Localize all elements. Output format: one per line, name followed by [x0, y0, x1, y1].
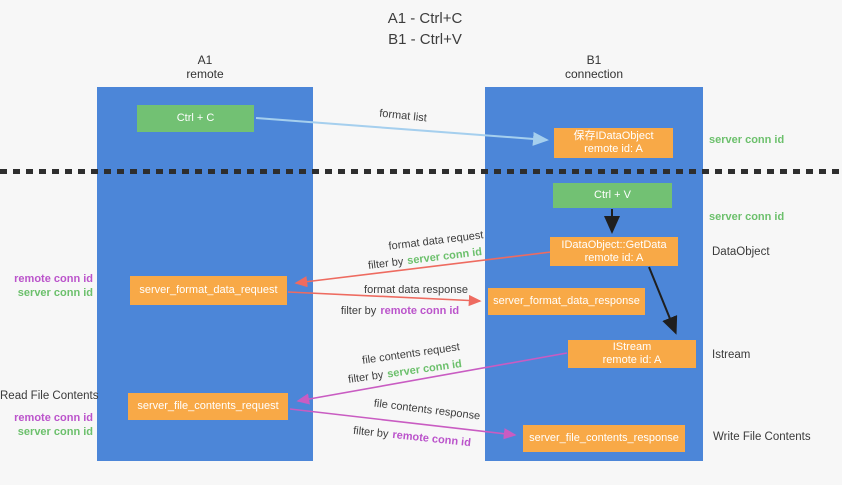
- title-line-ctrl-v: B1 - Ctrl+V: [388, 31, 462, 48]
- file-contents-response-text: file contents response: [373, 397, 481, 423]
- ctrl-c-label: Ctrl + C: [176, 112, 215, 124]
- left-conn-ids-top: remote conn id server conn id: [0, 272, 93, 300]
- lane-b1-name: B1: [586, 53, 602, 67]
- node-server-format-data-response: server_format_data_response: [488, 288, 645, 315]
- write-file-contents-annotation: Write File Contents: [713, 431, 811, 443]
- server-conn-id-annotation: server conn id: [709, 211, 785, 223]
- label-format-list: format list: [379, 108, 428, 125]
- getdata-title: IDataObject::GetData: [561, 238, 667, 251]
- lane-a1-subtitle: remote: [186, 67, 224, 81]
- save-idataobject-title: 保存IDataObject: [573, 130, 654, 142]
- filter-by-text: filter by: [347, 369, 385, 386]
- filter-by-text: filter by: [340, 305, 377, 317]
- read-file-contents-annotation: Read File Contents: [0, 390, 99, 402]
- filter-by-text: filter by: [352, 424, 390, 441]
- node-server-format-data-request: server_format_data_request: [130, 276, 287, 305]
- istream-remote-id: remote id: A: [602, 354, 662, 366]
- istream-title: IStream: [612, 341, 652, 353]
- session-divider-line: [0, 169, 842, 174]
- server-conn-id-annotation: server conn id: [17, 287, 93, 299]
- lane-header-a1: A1 remote: [145, 53, 265, 81]
- node-server-file-contents-response: server_file_contents_response: [523, 425, 685, 452]
- title-line-ctrl-c: A1 - Ctrl+C: [387, 10, 463, 27]
- format-data-response-text: format data response: [364, 284, 468, 296]
- server-format-data-request-label: server_format_data_request: [139, 284, 278, 296]
- remote-conn-id-text: remote conn id: [380, 305, 460, 317]
- lane-a1-name: A1: [197, 53, 213, 67]
- getdata-remote-id: remote id: A: [584, 251, 644, 264]
- remote-conn-id-annotation: remote conn id: [14, 273, 93, 285]
- server-file-contents-request-label: server_file_contents_request: [137, 400, 279, 412]
- remote-conn-id-text: remote conn id: [391, 428, 472, 450]
- left-conn-ids-bottom: remote conn id server conn id: [0, 411, 93, 439]
- server-conn-id-annotation: server conn id: [17, 426, 93, 438]
- node-ctrl-c: Ctrl + C: [137, 105, 254, 132]
- istream-annotation: Istream: [712, 349, 751, 361]
- ctrl-v-label: Ctrl + V: [594, 189, 631, 201]
- filter-by-text: filter by: [367, 255, 405, 272]
- lane-header-b1: B1 connection: [534, 53, 654, 81]
- dataobject-annotation: DataObject: [712, 246, 770, 258]
- label-file-contents-response: file contents response: [373, 398, 481, 423]
- node-istream: IStream remote id: A: [568, 340, 696, 368]
- node-save-idataobject: 保存IDataObject remote id: A: [554, 128, 673, 158]
- server-conn-id-annotation: server conn id: [709, 134, 785, 146]
- label-format-data-response: format data response: [364, 284, 468, 296]
- server-format-data-response-label: server_format_data_response: [493, 295, 640, 307]
- server-file-contents-response-label: server_file_contents_response: [529, 432, 679, 444]
- lane-b1-subtitle: connection: [564, 67, 624, 81]
- format-list-text: format list: [378, 107, 428, 125]
- node-server-file-contents-request: server_file_contents_request: [128, 393, 288, 420]
- node-ctrl-v: Ctrl + V: [553, 183, 672, 208]
- node-idataobject-getdata: IDataObject::GetData remote id: A: [550, 237, 678, 266]
- diagram-title: A1 - Ctrl+C B1 - Ctrl+V: [325, 8, 525, 50]
- remote-conn-id-annotation: remote conn id: [14, 412, 93, 424]
- save-idataobject-remote-id: remote id: A: [584, 143, 643, 155]
